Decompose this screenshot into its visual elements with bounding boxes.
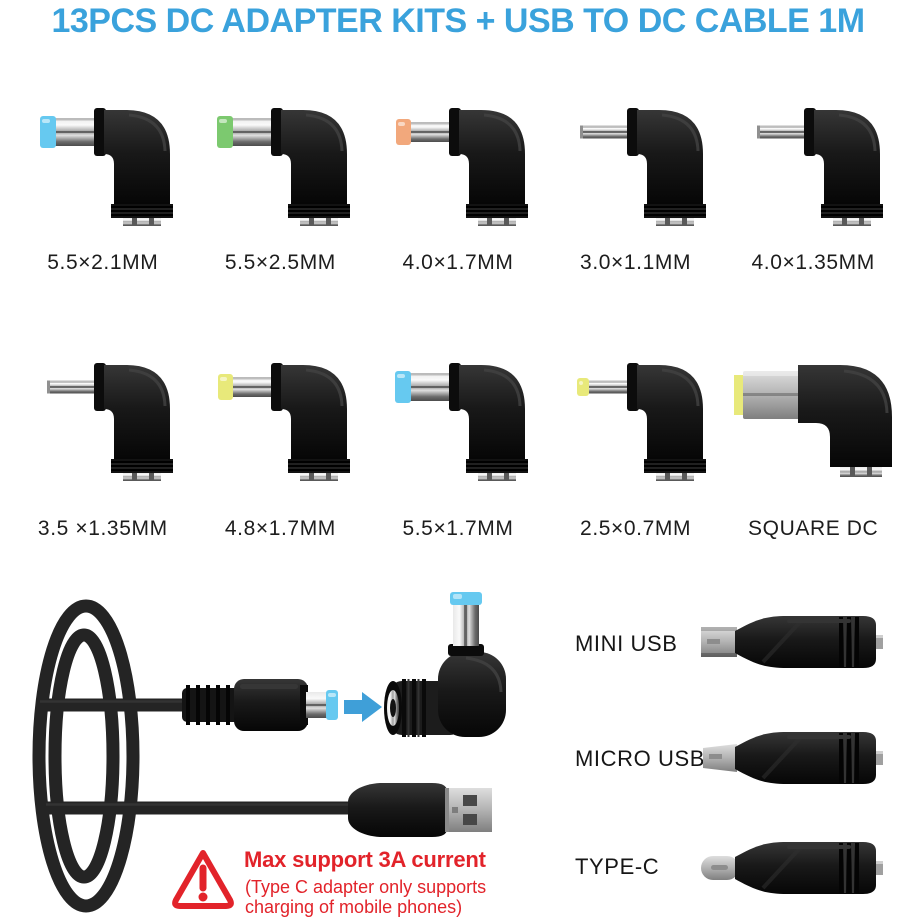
- adapter-size-label: 3.5 ×1.35MM: [37, 517, 168, 540]
- right-angle-dc-adapter-graphic: [217, 108, 351, 226]
- adapter-size-label: SQUARE DC: [748, 517, 879, 540]
- warning-heading: Max support 3A current: [244, 847, 486, 872]
- adapter-size-label: 5.5×2.1MM: [47, 251, 159, 274]
- dc-plug: [182, 679, 338, 731]
- right-angle-dc-adapter-graphic: [39, 108, 173, 226]
- micro-usb-to-dc-adapter-graphic: [703, 732, 883, 784]
- usb-adapter-label: MICRO USB: [575, 746, 706, 771]
- adapter-label-row-2: 3.5 ×1.35MM 4.8×1.7MM 5.5×1.7MM 2.5×0.7MM SQ…: [14, 517, 902, 541]
- dc-angle-adapter: [724, 98, 902, 226]
- cable-coil: [32, 599, 354, 913]
- mini-usb-to-dc-adapter-graphic: [701, 616, 883, 668]
- warning-note-line-2: charging of mobile phones): [245, 897, 463, 917]
- right-angle-dc-adapter-graphic: [395, 108, 528, 226]
- dc-angle-adapter: [192, 98, 370, 226]
- adapter-label-row-1: 5.5×2.1MM 5.5×2.5MM 4.0×1.7MM 3.0×1.1MM 4.0×…: [14, 251, 902, 275]
- dc-angle-adapter: [14, 98, 192, 226]
- type-c-to-dc-adapter-graphic: [701, 842, 883, 894]
- warning-note-line-1: (Type C adapter only supports: [245, 877, 487, 897]
- mini-usb-adapter: [693, 612, 885, 672]
- type-c-adapter: [693, 838, 885, 898]
- dc-angle-adapter: [369, 98, 547, 226]
- right-angle-dc-adapter-graphic: [576, 363, 706, 481]
- dc-angle-adapter: [192, 353, 370, 493]
- right-angle-adapter: [384, 592, 506, 737]
- micro-usb-adapter: [693, 728, 885, 788]
- adapter-grid-row-2: [14, 353, 902, 493]
- usb-to-dc-cable-photo: [0, 580, 556, 916]
- adapter-size-label: 5.5×1.7MM: [402, 517, 514, 540]
- warning-icon: [170, 846, 236, 912]
- page-title: 13PCS DC ADAPTER KITS + USB TO DC CABLE …: [51, 2, 865, 40]
- adapter-size-label: 5.5×2.5MM: [224, 251, 336, 274]
- arrow-right-icon: [344, 692, 382, 722]
- adapter-size-label: 2.5×0.7MM: [580, 517, 692, 540]
- usb-adapter-label: TYPE-C: [575, 854, 660, 879]
- right-angle-dc-adapter-graphic: [394, 363, 528, 481]
- square-dc-adapter: [724, 353, 902, 493]
- adapter-size-label: 4.8×1.7MM: [224, 517, 336, 540]
- right-angle-dc-adapter-graphic: [46, 363, 173, 481]
- dc-angle-adapter: [14, 353, 192, 493]
- usb-adapter-label: MINI USB: [575, 631, 678, 656]
- dc-angle-adapter: [547, 353, 725, 493]
- dc-angle-adapter: [547, 98, 725, 226]
- adapter-size-label: 4.0×1.35MM: [751, 251, 875, 274]
- right-angle-dc-adapter-graphic: [757, 108, 884, 226]
- adapter-size-label: 4.0×1.7MM: [402, 251, 514, 274]
- usb-a-connector: [348, 783, 492, 837]
- square-dc-adapter-graphic: [734, 365, 893, 477]
- adapter-size-label: 3.0×1.1MM: [580, 251, 692, 274]
- right-angle-dc-adapter-graphic: [218, 363, 351, 481]
- right-angle-dc-adapter-graphic: [579, 108, 706, 226]
- adapter-grid-row-1: [14, 98, 902, 226]
- dc-angle-adapter: [369, 353, 547, 493]
